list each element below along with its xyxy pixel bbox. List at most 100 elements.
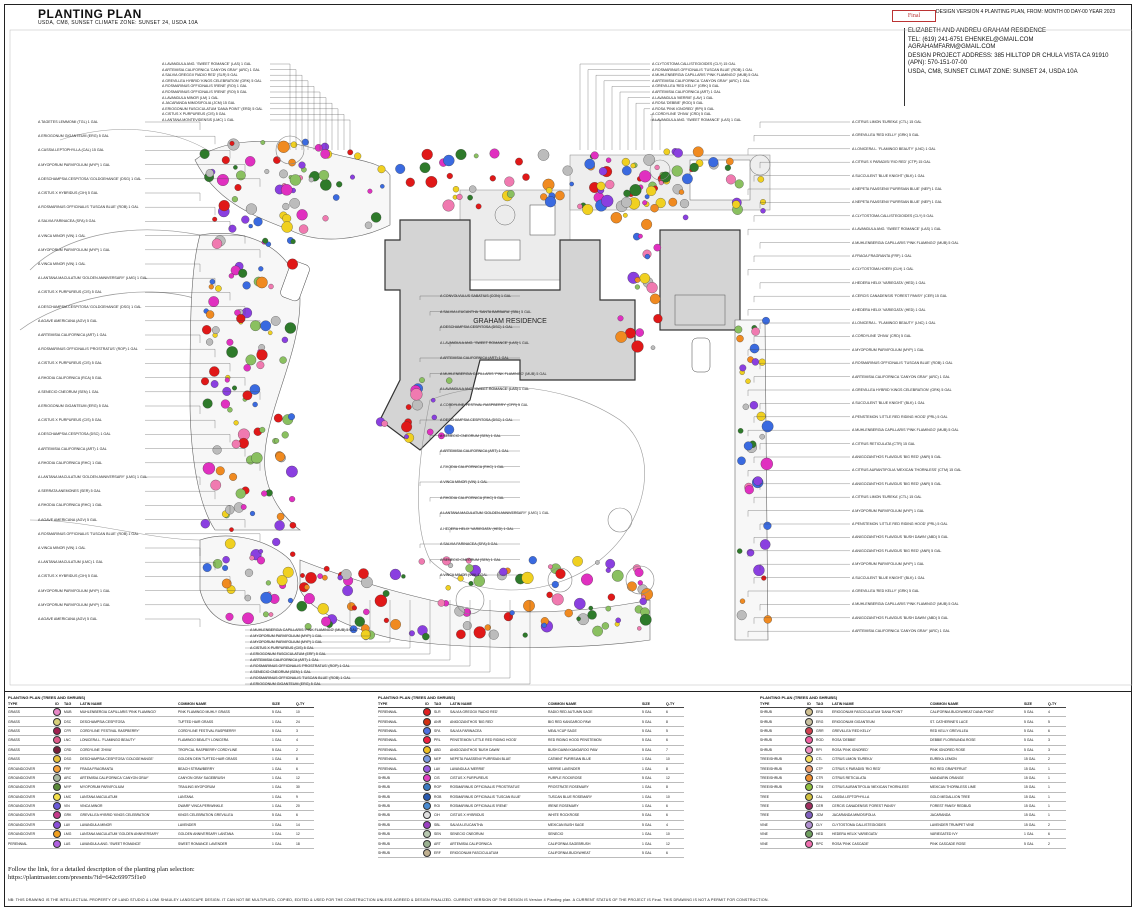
table-cell [420,755,434,764]
plant-symbol [465,564,474,573]
house-footprint [379,219,636,451]
plant-symbol-icon [53,792,61,801]
plant-symbol [584,158,595,170]
plant-symbol [322,574,328,581]
plant-callout: A FRAGA FRAGRANTA (FRF) 1 GAL [852,254,912,258]
plant-symbol [241,215,250,224]
plant-symbol [760,208,766,214]
plant-callout: A CERCIS CANADENSIS 'FOREST PANSY' (CER)… [852,294,948,299]
plant-callout: A CITRUS X PARADISI 'RIO RED' (CTP) 15 G… [852,160,931,165]
table-cell: BUSH DAWN KANGAROO PAW [548,747,598,752]
footer-link-url[interactable]: https://plantmaster.com/presents/?id=642… [8,874,146,881]
plant-callout: A MUHLENBERGIA CAPILLARIS 'PINK FLAMINGO… [440,371,547,376]
table-cell: 1 GAL [642,841,652,846]
table-cell [420,849,434,858]
plant-callout: A CISTUS X PURPUREUS (CIS) 5 GAL [38,418,102,423]
leader-line [245,600,351,631]
plant-symbol [431,414,437,421]
table-cell: EUREKA LEMON [930,757,957,762]
plant-callout: A ANIGOZANTHOS FLAVIDUS 'BIG RED' (ANR) … [852,548,942,553]
table-cell [50,783,64,792]
table-cell: CLYTOSTOMA CALLISTEGIOIDES [832,822,886,827]
plant-symbol [260,591,273,604]
table-cell: GRASS [8,747,20,752]
table-cell: 1 [1048,766,1050,771]
plant-symbol [289,198,300,209]
plant-symbol [209,366,220,377]
column-header: TYPE [8,702,18,706]
plant-callout: A CITRUS AURANTIFOLIA 'MEXICAN THORNLESS… [852,468,962,473]
plant-symbol [260,320,272,332]
table-cell: 1 [1048,785,1050,790]
leader-line [753,135,850,142]
table-cell: MUB [64,710,72,715]
plant-symbol-icon [53,755,61,764]
table-cell: 5 GAL [642,710,652,715]
plant-symbol [225,612,234,621]
table-cell [50,811,64,820]
table-cell: PROSTRATE ROSEMARY [548,785,589,790]
leader-line [145,576,231,585]
plant-symbol-icon [53,830,61,839]
leader-line [145,235,246,244]
plant-symbol [317,603,329,615]
plant-symbol [262,237,269,244]
plant-callout: A CISTUS X HYBRIDUS (CIH) 5 GAL [38,574,99,579]
leader-line [587,69,650,150]
plant-symbol [468,581,474,586]
plant-symbol [548,564,553,570]
plant-symbol [457,575,464,582]
table-cell: RPI [816,747,822,752]
table-cell [420,802,434,811]
plant-callout: A LAVANDULA ANG. 'SWEET ROMANCE' (LAS) 1… [440,340,530,345]
table-cell [50,745,64,754]
plant-symbol [228,224,237,233]
plant-symbol [419,162,431,174]
lawn-area [418,386,645,591]
plant-symbol-icon [423,736,431,745]
table-cell: 2 [1048,822,1050,827]
plant-symbol [653,243,662,252]
table-cell [50,736,64,745]
plant-symbol [751,358,760,366]
plant-symbol [753,476,763,486]
plant-symbol [229,472,238,481]
plant-symbol [289,174,302,186]
plant-symbol [671,165,683,177]
leader-line [270,86,315,150]
plant-symbol [605,157,612,163]
plant-callout: A ARTEMISIA CALIFORNICA (ART) 1 GAL [440,356,509,360]
table-cell: 1 GAL [272,738,282,743]
plant-symbol [267,330,273,336]
plant-symbol-icon [53,708,61,717]
table-cell: 1 GAL [642,766,652,771]
table-cell: GRASS [8,719,20,724]
table-cell: CIH [434,813,440,818]
plant-symbol [273,413,283,423]
plant-symbol [235,488,246,499]
leader-line [145,462,261,471]
plant-symbol-icon [805,802,813,811]
table-cell: MERRIE LAVENDER [548,766,581,771]
leader-line [753,255,850,262]
table-cell: CALIFORNIA BUCKWHEAT [548,851,591,856]
leader-line [449,466,520,471]
plant-symbol [253,217,263,227]
leader-line [270,63,291,150]
leader-line [145,448,246,457]
table-cell [50,802,64,811]
plant-symbol [621,157,630,167]
leader-line [145,590,246,599]
plant-symbol [537,149,550,161]
plant-symbol-icon [53,726,61,735]
plant-symbol [426,428,434,436]
plant-symbol [308,177,314,183]
plant-symbol [300,573,305,578]
plant-callout: A SUCCULENT 'BLUE KNIGHT' (BLK) 1 GAL [852,173,925,178]
plant-symbol [708,157,719,168]
column-header: SIZE [642,702,650,706]
